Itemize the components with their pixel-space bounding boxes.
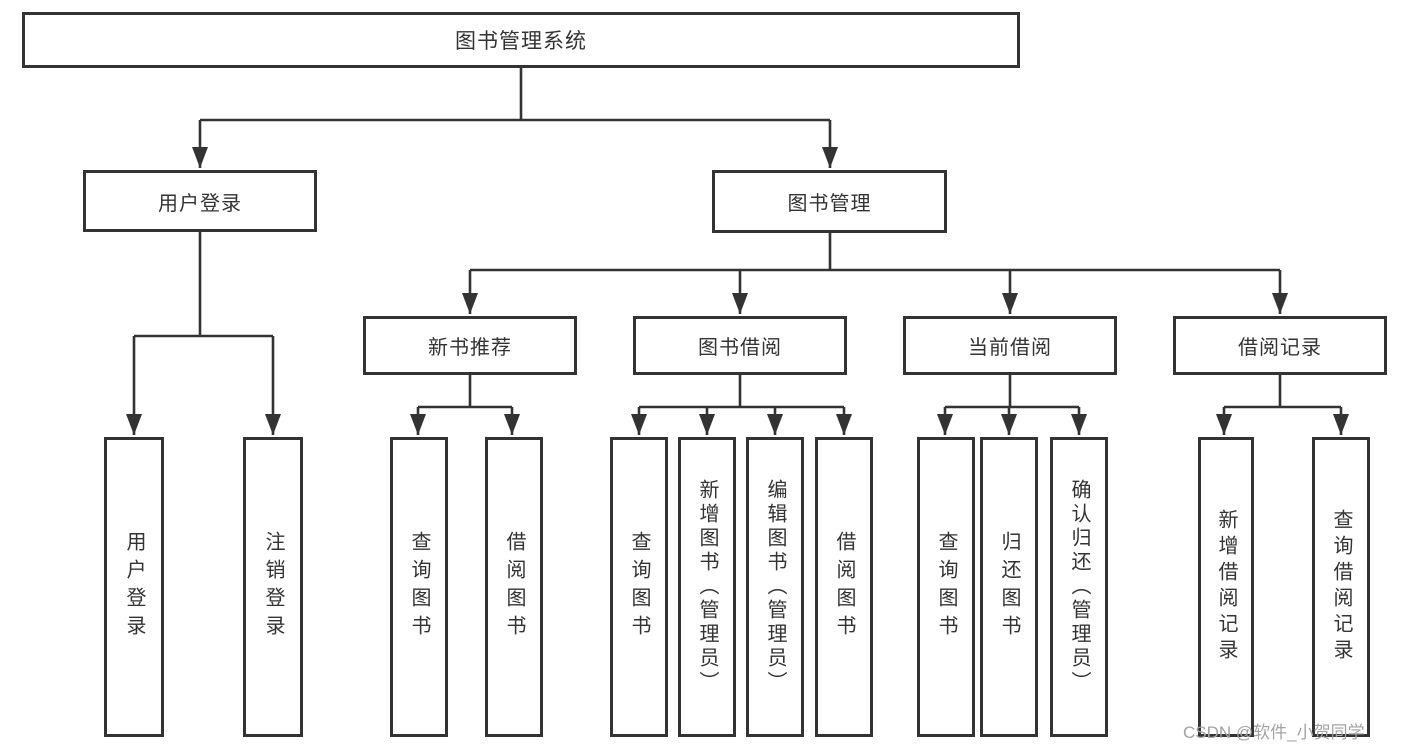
branch-book-borrow (631, 375, 852, 435)
branch-book-management (462, 233, 1288, 314)
branch-user-login (126, 232, 281, 435)
leaf-borrow-books: 借阅图书 (815, 437, 873, 737)
node-book-borrow: 图书借阅 (633, 316, 847, 375)
leaf-add-borrow-record: 新增借阅记录 (1198, 437, 1254, 737)
node-new-book-recommend: 新书推荐 (363, 316, 577, 375)
leaf-query-borrow-record: 查询借阅记录 (1312, 437, 1370, 737)
leaf-query-books-recommend: 查询图书 (390, 437, 448, 737)
node-book-management: 图书管理 (712, 170, 947, 233)
node-user-login: 用户登录 (83, 170, 317, 232)
branch-root (192, 68, 838, 168)
branch-borrow-records (1216, 375, 1349, 435)
leaf-query-books-current: 查询图书 (917, 437, 975, 737)
leaf-logout: 注销登录 (243, 437, 303, 737)
leaf-return-books: 归还图书 (980, 437, 1038, 737)
branch-new-book (410, 375, 520, 435)
leaf-add-books-admin: 新增图书（管理员） (678, 437, 736, 737)
node-root-system: 图书管理系统 (22, 12, 1020, 68)
node-current-borrow: 当前借阅 (903, 316, 1117, 375)
leaf-borrow-books-recommend: 借阅图书 (485, 437, 543, 737)
csdn-watermark: CSDN @软件_小贺同学 (1183, 723, 1365, 742)
leaf-user-login: 用户登录 (104, 437, 164, 737)
branch-current-borrow (937, 375, 1087, 435)
leaf-confirm-return-admin: 确认归还（管理员） (1050, 437, 1108, 737)
leaf-edit-books-admin: 编辑图书（管理员） (746, 437, 804, 737)
node-borrow-records: 借阅记录 (1173, 316, 1387, 375)
leaf-query-books-borrow: 查询图书 (610, 437, 668, 737)
